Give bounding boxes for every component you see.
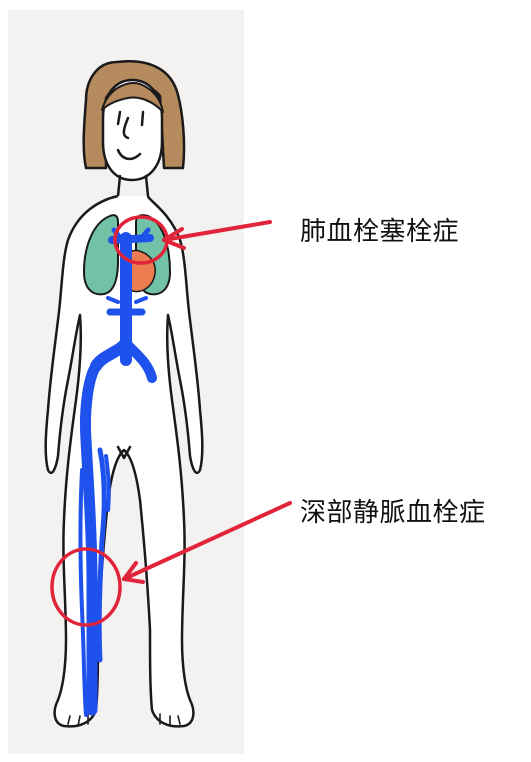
pulmonary-embolism-label: 肺血栓塞栓症 xyxy=(300,211,459,248)
deep-vein-thrombosis-label: 深部静脈血栓症 xyxy=(300,492,486,529)
right-eye xyxy=(142,112,143,125)
